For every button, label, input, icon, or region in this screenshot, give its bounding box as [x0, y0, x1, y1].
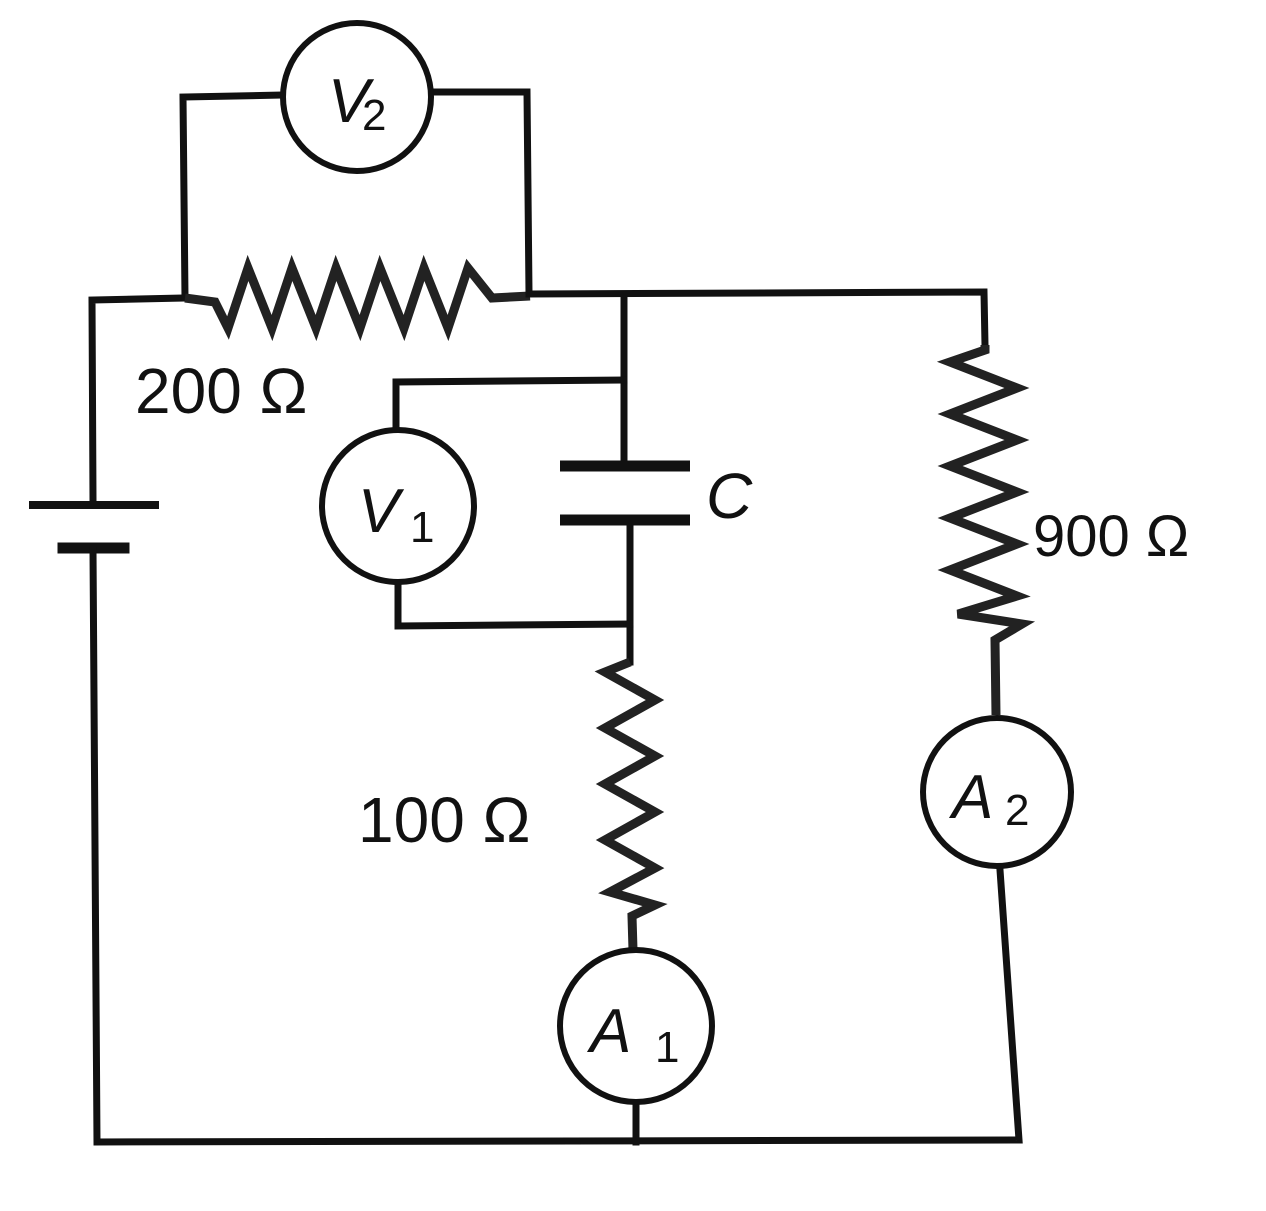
- resistor-200: [184, 254, 531, 342]
- label-capacitor: C: [706, 460, 753, 532]
- svg-text:1: 1: [655, 1023, 679, 1072]
- svg-text:A: A: [586, 997, 631, 1066]
- v2-loop: [179, 88, 533, 302]
- label-100-ohm: 100 Ω: [358, 784, 530, 856]
- capacitor-branch: [392, 290, 690, 666]
- svg-text:2: 2: [362, 91, 386, 140]
- battery: [29, 294, 1023, 1146]
- svg-text:1: 1: [410, 503, 434, 552]
- resistor-900: [936, 345, 1036, 716]
- svg-text:V: V: [328, 67, 375, 136]
- svg-text:V: V: [358, 477, 405, 546]
- resistor-100: [594, 657, 668, 951]
- voltmeter-v1: V 1: [319, 427, 477, 585]
- svg-text:2: 2: [1005, 786, 1029, 835]
- ammeter-a1: A 1: [557, 947, 715, 1105]
- svg-text:A: A: [948, 763, 993, 832]
- label-900-ohm: 900 Ω: [1033, 504, 1189, 569]
- label-200-ohm: 200 Ω: [135, 355, 307, 427]
- top-wire: [525, 288, 989, 349]
- voltmeter-v2: V 2: [280, 20, 434, 174]
- ammeter-a2: A 2: [920, 715, 1074, 869]
